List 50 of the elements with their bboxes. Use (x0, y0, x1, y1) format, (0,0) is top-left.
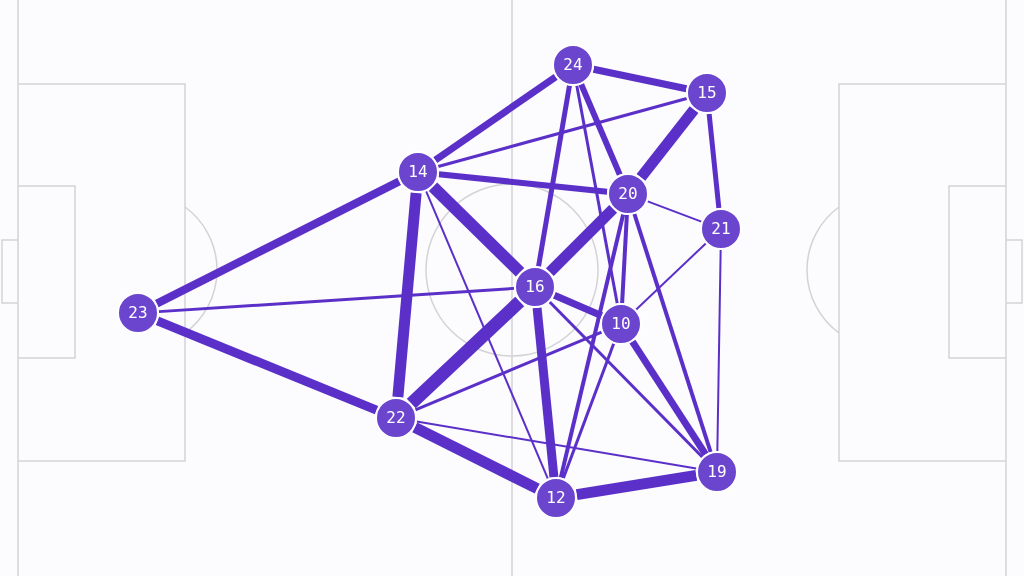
player-number: 24 (563, 57, 583, 73)
player-node (700, 208, 742, 250)
player-number: 23 (128, 305, 148, 321)
player-number: 10 (611, 316, 631, 332)
pass-line (437, 97, 688, 168)
pass-line (632, 213, 713, 453)
pass-line (438, 171, 608, 195)
pass-line (575, 469, 698, 501)
player-node (375, 397, 417, 439)
pass-line (536, 85, 572, 267)
pass-line (392, 192, 422, 398)
pass-line (433, 74, 558, 163)
player-number: 20 (618, 186, 638, 202)
player-number: 14 (408, 164, 428, 180)
player-number: 12 (546, 490, 566, 506)
pass-line (428, 182, 525, 277)
pass-line (561, 343, 616, 479)
pass-line (620, 214, 629, 304)
player-node (552, 44, 594, 86)
pass-line (706, 113, 722, 209)
pass-line (412, 422, 540, 494)
pass-line (155, 316, 379, 415)
pass-line (575, 85, 619, 304)
pass-line (154, 177, 402, 308)
pass-line (646, 200, 703, 223)
player-node (686, 72, 728, 114)
player-node (600, 303, 642, 345)
player-node (397, 151, 439, 193)
player-node (607, 173, 649, 215)
pass-line (532, 307, 559, 478)
pass-line (636, 106, 699, 181)
player-number: 15 (697, 85, 717, 101)
pass-line (558, 213, 626, 479)
pass-line (592, 65, 688, 93)
pass-line (629, 339, 709, 457)
pass-line (635, 242, 707, 311)
player-number: 19 (707, 464, 727, 480)
pass-line (414, 330, 603, 412)
pass-line (578, 83, 623, 176)
pass-line (415, 420, 698, 470)
player-number: 21 (711, 221, 731, 237)
pass-line (158, 286, 515, 314)
player-number: 22 (386, 410, 406, 426)
pass-line (406, 296, 525, 409)
pass-line (425, 190, 549, 480)
pass-line (548, 300, 704, 459)
pass-line (716, 249, 722, 452)
pass-line (552, 292, 604, 319)
player-number: 16 (525, 279, 545, 295)
pass-line (545, 204, 618, 277)
